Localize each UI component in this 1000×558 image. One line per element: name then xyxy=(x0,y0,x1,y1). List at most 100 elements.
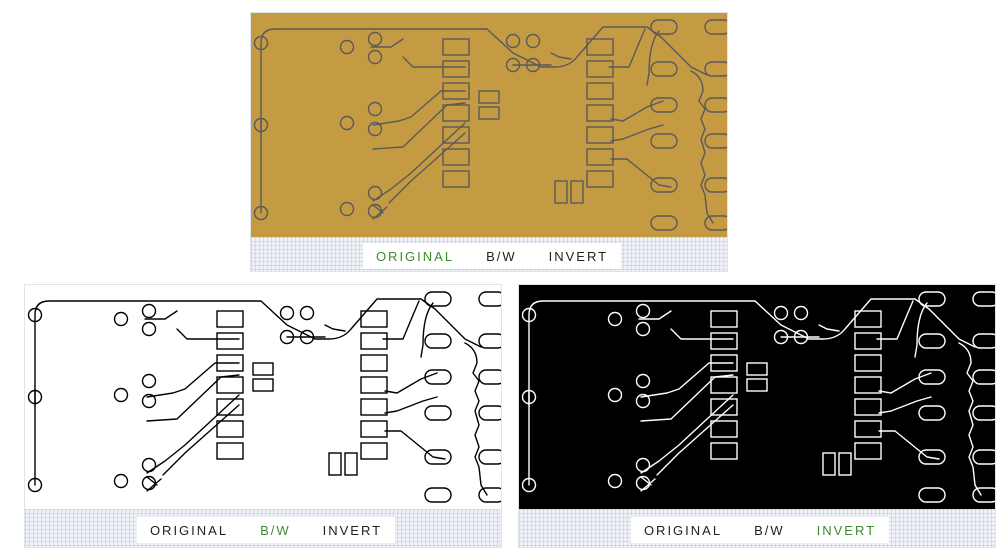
tab-bw[interactable]: B/W xyxy=(754,522,785,538)
tab-invert[interactable]: INVERT xyxy=(548,248,609,264)
pcb-trace xyxy=(550,52,572,60)
tab-original[interactable]: ORIGINAL xyxy=(149,522,229,538)
smd-pad xyxy=(216,354,244,372)
pcb-preview-original xyxy=(251,13,727,237)
connector-pad xyxy=(972,405,995,421)
via xyxy=(113,311,129,327)
pcb-svg-bw xyxy=(25,285,501,509)
smd-pad xyxy=(710,376,738,394)
pcb-trace xyxy=(608,28,646,68)
connector-pad xyxy=(478,291,501,307)
pcb-trace xyxy=(670,328,734,340)
smd-pad xyxy=(710,332,738,350)
smd-pad xyxy=(360,310,388,328)
via xyxy=(635,457,651,473)
via xyxy=(141,457,157,473)
pcb-trace xyxy=(638,310,672,320)
via xyxy=(607,387,623,403)
board-background xyxy=(25,285,501,509)
smd-pad xyxy=(586,82,614,100)
smd-pad xyxy=(328,452,342,476)
via xyxy=(635,373,651,389)
smd-pad xyxy=(360,442,388,460)
tab-invert[interactable]: INVERT xyxy=(816,522,877,538)
smd-pad xyxy=(216,398,244,416)
smd-pad xyxy=(442,126,470,144)
connector-pad xyxy=(478,369,501,385)
smd-pad xyxy=(442,104,470,122)
pcb-preview-invert xyxy=(519,285,995,509)
preview-panel-invert: ORIGINAL B/W INVERT xyxy=(518,284,996,548)
smd-pad xyxy=(344,452,358,476)
via xyxy=(141,321,157,337)
pcb-trace xyxy=(384,430,446,460)
smd-pad xyxy=(854,442,882,460)
smd-pad xyxy=(854,310,882,328)
connector-pad xyxy=(650,215,678,231)
smd-pad xyxy=(442,148,470,166)
via xyxy=(339,201,355,217)
via xyxy=(635,321,651,337)
pcb-trace xyxy=(958,342,982,496)
connector-pad xyxy=(478,487,501,503)
pcb-trace xyxy=(34,298,482,486)
via xyxy=(525,33,541,49)
pcb-trace xyxy=(640,374,734,422)
via xyxy=(339,115,355,131)
smd-pad xyxy=(586,60,614,78)
smd-pad xyxy=(586,148,614,166)
smd-pad xyxy=(252,378,274,392)
tab-original[interactable]: ORIGINAL xyxy=(643,522,723,538)
connector-pad xyxy=(478,333,501,349)
board-background xyxy=(251,13,727,237)
pcb-trace xyxy=(610,124,664,142)
smd-pad xyxy=(360,376,388,394)
smd-pad xyxy=(216,332,244,350)
smd-pad xyxy=(360,332,388,350)
connector-pad xyxy=(918,487,946,503)
board-background xyxy=(519,285,995,509)
smd-pad xyxy=(216,442,244,460)
via xyxy=(635,475,651,491)
pcb-trace xyxy=(372,90,466,126)
smd-pad xyxy=(252,362,274,376)
pcb-svg-original xyxy=(251,13,727,237)
pcb-trace xyxy=(384,372,438,394)
tab-original[interactable]: ORIGINAL xyxy=(375,248,455,264)
via xyxy=(635,303,651,319)
connector-pad xyxy=(918,405,946,421)
smd-pad xyxy=(854,398,882,416)
via xyxy=(367,185,383,201)
via xyxy=(141,303,157,319)
smd-pad xyxy=(360,398,388,416)
via xyxy=(279,305,295,321)
pcb-trace xyxy=(146,374,240,422)
smd-pad xyxy=(854,376,882,394)
smd-pad xyxy=(586,104,614,122)
via xyxy=(141,373,157,389)
via xyxy=(367,31,383,47)
via xyxy=(367,49,383,65)
tab-invert[interactable]: INVERT xyxy=(322,522,383,538)
connector-pad xyxy=(972,291,995,307)
smd-pad xyxy=(216,376,244,394)
via xyxy=(773,305,789,321)
connector-pad xyxy=(972,369,995,385)
preview-panel-bw: ORIGINAL B/W INVERT xyxy=(24,284,502,548)
smd-pad xyxy=(442,170,470,188)
tab-bw[interactable]: B/W xyxy=(260,522,291,538)
smd-pad xyxy=(854,420,882,438)
connector-pad xyxy=(650,19,678,35)
smd-pad xyxy=(822,452,836,476)
via xyxy=(253,35,269,51)
smd-pad xyxy=(570,180,584,204)
pcb-preview-bw xyxy=(25,285,501,509)
connector-pad xyxy=(424,333,452,349)
view-tabs: ORIGINAL B/W INVERT xyxy=(363,243,621,269)
pcb-trace xyxy=(640,362,734,398)
via xyxy=(113,387,129,403)
via xyxy=(793,305,809,321)
tab-bw[interactable]: B/W xyxy=(486,248,517,264)
connector-pad xyxy=(704,215,727,231)
smd-pad xyxy=(710,442,738,460)
